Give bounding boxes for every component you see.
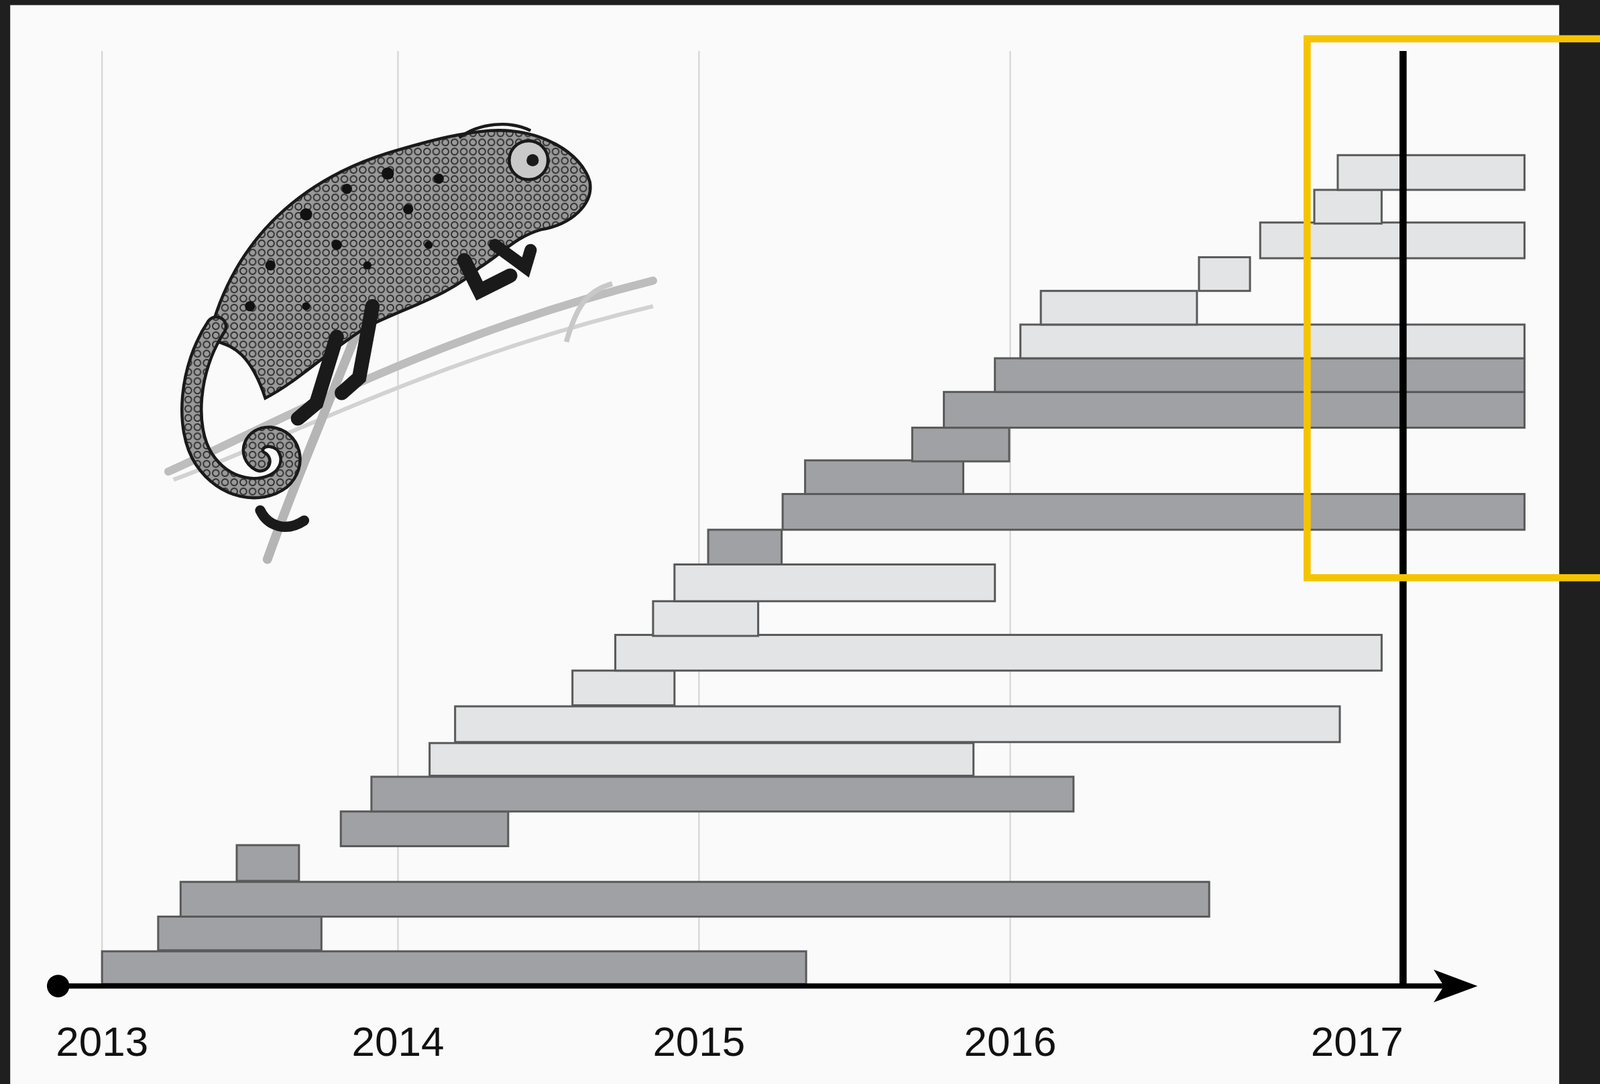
timeline-bar <box>1020 324 1525 359</box>
timeline-bar <box>782 493 1525 530</box>
timeline-bar <box>1260 222 1525 259</box>
axis-year-label: 2014 <box>351 1020 444 1063</box>
chameleon-leg <box>494 244 531 267</box>
chameleon-tail-tip <box>260 510 304 527</box>
timeline-bar <box>158 916 322 950</box>
timeline-bar <box>180 881 1210 917</box>
chameleon-leg <box>464 260 510 292</box>
chameleon-casque <box>459 124 532 138</box>
timeline-bar <box>911 427 1010 462</box>
timeline-bar <box>944 391 1525 428</box>
timeline-bar <box>615 634 1383 670</box>
timeline-bar <box>805 460 964 494</box>
timeline-bar <box>674 563 996 601</box>
chameleon-leg <box>297 336 337 419</box>
axis-year-label: 2016 <box>963 1020 1057 1063</box>
chameleon-pupil <box>526 154 539 167</box>
timeline-bar <box>572 670 675 706</box>
branch <box>566 283 613 342</box>
time-axis <box>58 983 1450 989</box>
axis-year-label: 2013 <box>55 1020 149 1063</box>
timeline-bar <box>1198 256 1250 291</box>
chameleon-leg <box>341 305 373 393</box>
timeline-bar <box>1040 291 1197 325</box>
axis-arrowhead <box>1433 969 1478 1003</box>
chameleon-eye <box>508 140 548 180</box>
chameleon-body <box>209 130 591 398</box>
chameleon-tail <box>191 326 291 489</box>
axis-year-label: 2015 <box>652 1020 746 1063</box>
chameleon-tail <box>191 326 291 489</box>
timeline-bar <box>429 743 974 776</box>
chameleon-spots <box>244 167 444 312</box>
chameleon-illustration <box>168 124 654 559</box>
timeline-bar <box>340 811 509 847</box>
timeline-bar <box>1314 189 1382 224</box>
timeline-bar <box>653 600 759 636</box>
axis-origin-dot <box>46 974 70 997</box>
timeline-bar <box>995 358 1525 392</box>
timeline-bar <box>1337 154 1525 190</box>
timeline-bar <box>101 950 807 984</box>
current-date-line <box>1399 50 1407 986</box>
timeline-bar <box>371 776 1074 812</box>
highlight-frame <box>1306 38 1600 578</box>
timeline-bar <box>708 529 782 565</box>
timeline-bar <box>455 706 1340 742</box>
grid-line <box>698 50 700 986</box>
grid-line <box>101 50 103 986</box>
axis-year-label: 2017 <box>1310 1020 1404 1063</box>
timeline-bar <box>236 844 300 881</box>
chart-panel <box>10 5 1560 1084</box>
bar-group <box>101 154 1525 984</box>
